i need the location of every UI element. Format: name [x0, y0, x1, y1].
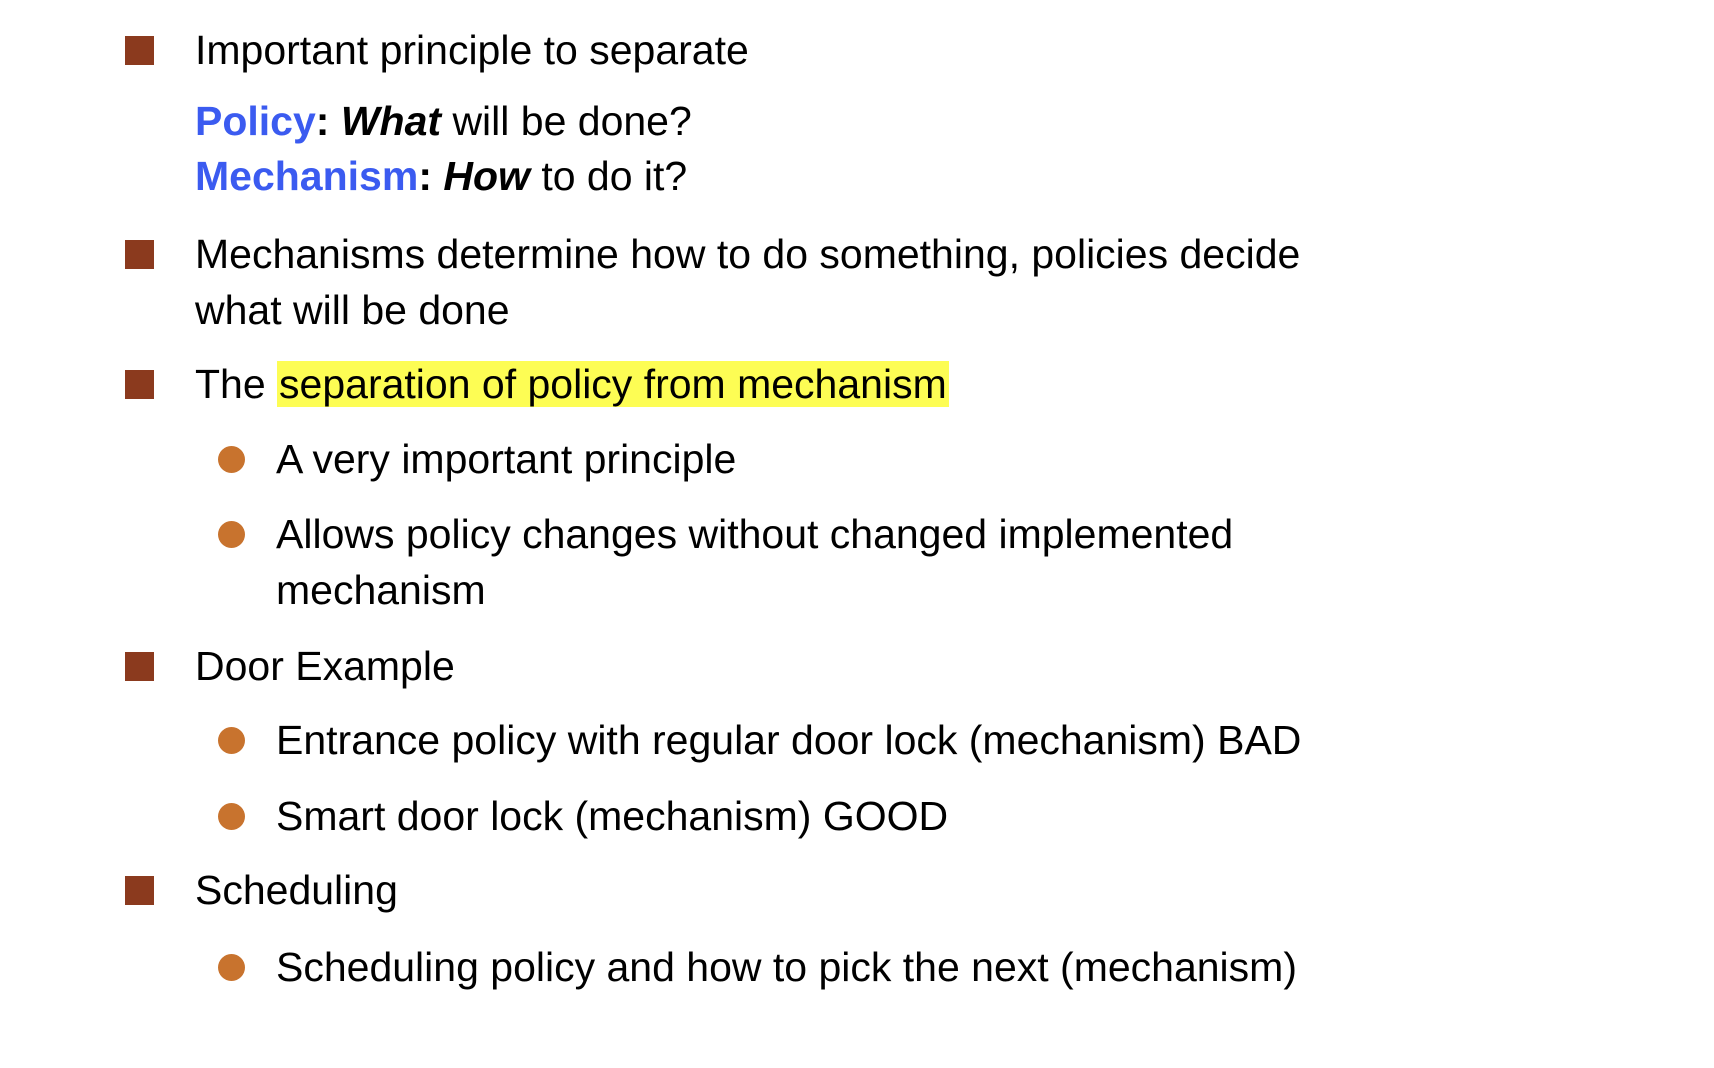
bullet-separation: The separation of policy from mechanism — [195, 356, 949, 412]
sub-bullet-text: A very important principle — [276, 436, 737, 482]
dot-bullet-icon — [218, 954, 245, 981]
sub-bullet-text-line2: mechanism — [276, 567, 486, 613]
sub-bullet-entrance-policy: Entrance policy with regular door lock (… — [276, 712, 1301, 768]
policy-what: What — [340, 98, 442, 144]
bullet-text: Scheduling — [195, 867, 398, 913]
square-bullet-icon — [125, 652, 154, 681]
bullet-text-line1: Mechanisms determine how to do something… — [195, 231, 1301, 277]
square-bullet-icon — [125, 370, 154, 399]
sub-bullet-important-principle: A very important principle — [276, 431, 736, 487]
colon: : — [418, 153, 432, 199]
colon: : — [315, 98, 330, 144]
sub-bullet-text: Smart door lock (mechanism) GOOD — [276, 793, 949, 839]
bullet-prefix: The — [195, 361, 278, 407]
bullet-text-line2: what will be done — [195, 287, 510, 333]
sub-bullet-allows-policy-cont: mechanism — [276, 562, 486, 618]
sub-bullet-text-line1: Allows policy changes without changed im… — [276, 511, 1234, 557]
bullet-important-principle: Important principle to separate — [195, 22, 749, 78]
mechanism-how: How — [443, 153, 530, 199]
square-bullet-icon — [125, 36, 154, 65]
dot-bullet-icon — [218, 727, 245, 754]
sub-bullet-text: Entrance policy with regular door lock (… — [276, 717, 1302, 763]
bullet-mechanisms-determine: Mechanisms determine how to do something… — [195, 226, 1300, 282]
bullet-mechanisms-determine-cont: what will be done — [195, 282, 510, 338]
policy-term: Policy — [195, 98, 316, 144]
mechanism-question-rest: to do it? — [529, 153, 688, 199]
sub-bullet-scheduling-policy: Scheduling policy and how to pick the ne… — [276, 939, 1297, 995]
bullet-scheduling: Scheduling — [195, 862, 398, 918]
policy-question-rest: will be done? — [441, 98, 692, 144]
mechanism-definition: Mechanism: How to do it? — [195, 148, 687, 204]
sub-bullet-text: Scheduling policy and how to pick the ne… — [276, 944, 1297, 990]
bullet-door-example: Door Example — [195, 638, 455, 694]
square-bullet-icon — [125, 876, 154, 905]
bullet-text: Door Example — [195, 643, 455, 689]
mechanism-term: Mechanism — [195, 153, 419, 199]
sub-bullet-smart-lock: Smart door lock (mechanism) GOOD — [276, 788, 948, 844]
dot-bullet-icon — [218, 521, 245, 548]
policy-definition: Policy: What will be done? — [195, 93, 692, 149]
dot-bullet-icon — [218, 446, 245, 473]
highlighted-phrase: separation of policy from mechanism — [277, 361, 949, 407]
dot-bullet-icon — [218, 803, 245, 830]
square-bullet-icon — [125, 240, 154, 269]
bullet-text: Important principle to separate — [195, 27, 749, 73]
sub-bullet-allows-policy: Allows policy changes without changed im… — [276, 506, 1233, 562]
